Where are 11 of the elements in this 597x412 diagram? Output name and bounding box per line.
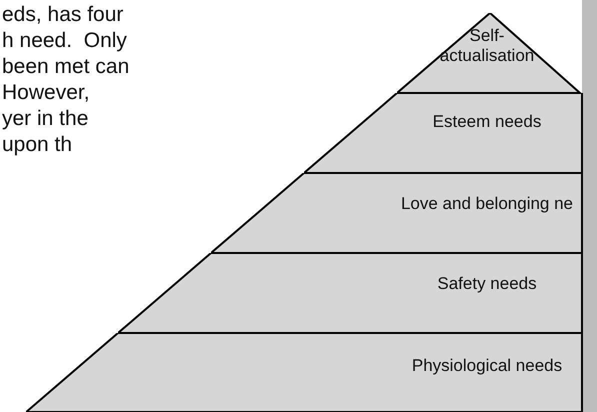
body-text-line: However, [2, 80, 90, 106]
body-text-line: h need. Only [2, 28, 127, 54]
body-text-line: been met can [2, 54, 130, 80]
level-label: Esteem needs [432, 112, 542, 132]
level-label: Physiological needs [410, 356, 564, 376]
level-label: Love and belonging ne [400, 194, 574, 214]
body-text-line: upon th [2, 132, 72, 158]
body-text-line: eds, has four [2, 2, 124, 28]
level-label: Self- actualisation [438, 26, 536, 66]
level-label: Safety needs [436, 274, 538, 294]
body-text-line: yer in the [2, 106, 88, 132]
